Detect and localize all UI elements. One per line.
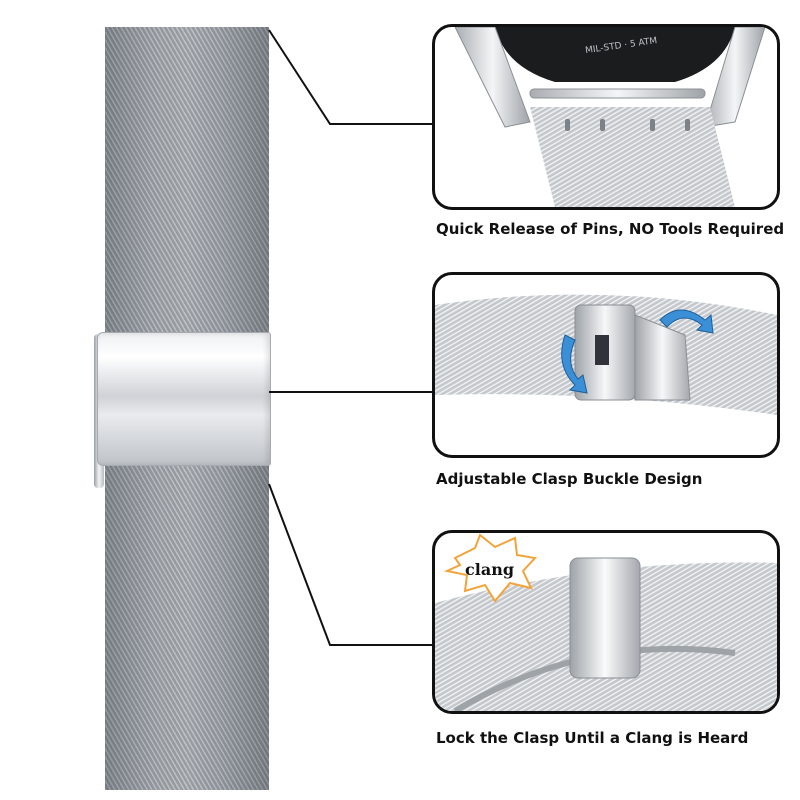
caption-quick-release: Quick Release of Pins, NO Tools Required <box>436 220 785 238</box>
connector-line-pins <box>268 29 432 125</box>
clang-burst-text: clang <box>465 560 514 579</box>
mesh-strap-bottom <box>105 465 269 790</box>
connector-line-lock <box>268 483 432 646</box>
lock-illustration: clang <box>435 533 777 711</box>
detail-panel-clasp <box>432 272 780 458</box>
mesh-strap-top <box>105 27 269 337</box>
clang-burst-icon <box>443 533 537 603</box>
caption-adjustable-clasp: Adjustable Clasp Buckle Design <box>436 470 703 488</box>
flip-arrow-icon-2 <box>659 309 714 334</box>
clasp-illustration <box>435 294 777 415</box>
pins-illustration: MIL-STD · 5 ATM <box>454 27 766 207</box>
detail-panel-pins: MIL-STD · 5 ATM <box>432 24 780 210</box>
detail-panel-lock: clang <box>432 530 780 714</box>
caption-lock-clang: Lock the Clasp Until a Clang is Heard <box>436 729 749 747</box>
slider-clasp <box>97 332 271 466</box>
flip-arrow-icon <box>561 334 588 394</box>
